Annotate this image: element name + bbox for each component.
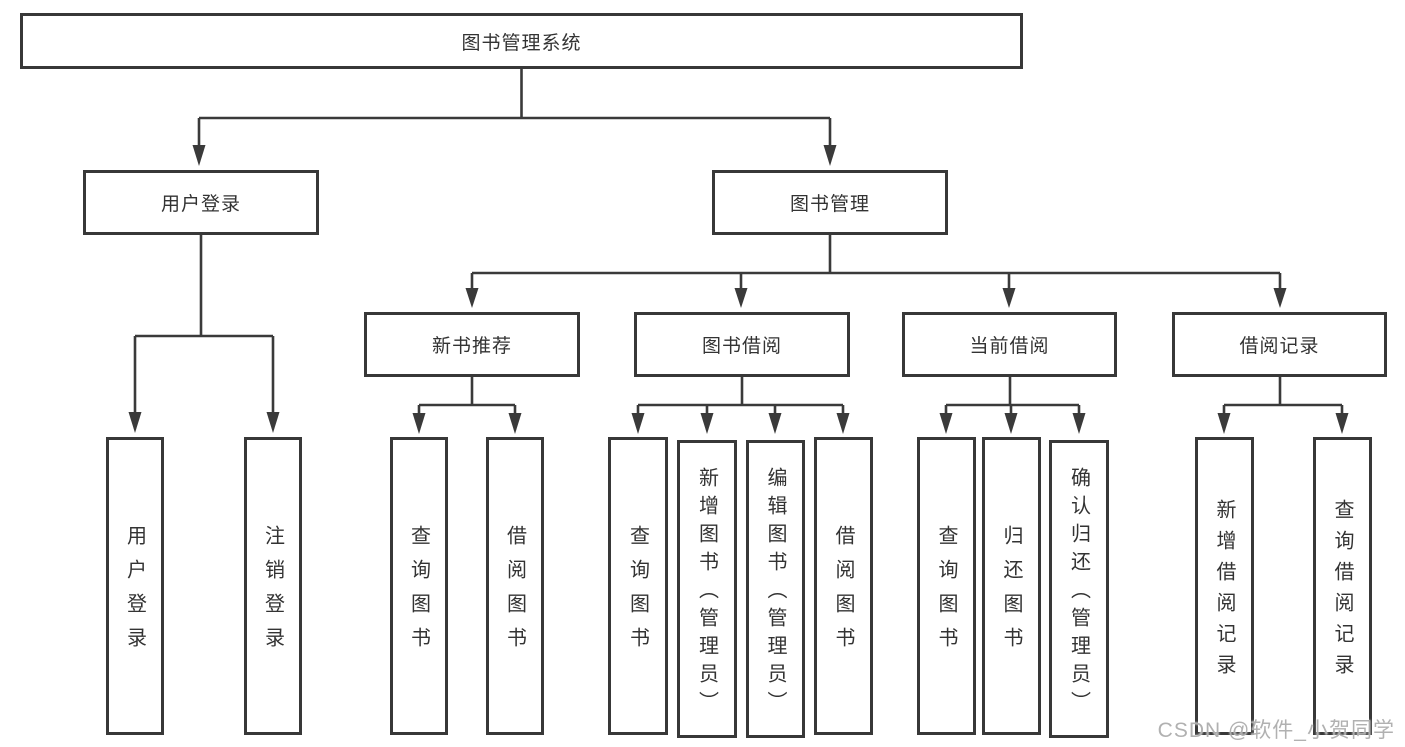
node-book-borrowing-label: 图书借阅	[701, 336, 782, 357]
node-book-management: 图书管理	[712, 170, 948, 235]
leaf-cb-return-book-label: 归还图书	[1000, 525, 1022, 661]
leaf-cb-return-book: 归还图书	[982, 437, 1041, 735]
node-book-borrowing: 图书借阅	[634, 312, 850, 377]
node-book-management-label: 图书管理	[789, 194, 870, 215]
leaf-br-add-record-label: 新增借阅记录	[1213, 498, 1235, 685]
leaf-bb-add-book-admin: 新增图书（管理员）	[677, 440, 737, 738]
node-current-borrowing-label: 当前借阅	[969, 336, 1050, 357]
leaf-user-login: 用户登录	[106, 437, 164, 735]
leaf-bb-query-book-label: 查询图书	[626, 525, 649, 661]
node-root-label: 图书管理系统	[461, 32, 582, 54]
leaf-logout: 注销登录	[244, 437, 302, 735]
leaf-cb-confirm-return-admin: 确认归还（管理员）	[1049, 440, 1109, 738]
node-root: 图书管理系统	[20, 13, 1023, 69]
leaf-nbr-borrow-book-label: 借阅图书	[503, 525, 526, 661]
leaf-nbr-query-book: 查询图书	[390, 437, 448, 735]
leaf-bb-edit-book-admin-label: 编辑图书（管理员）	[764, 467, 786, 719]
node-user-login-label: 用户登录	[160, 194, 241, 215]
leaf-bb-add-book-admin-label: 新增图书（管理员）	[695, 467, 718, 719]
node-new-book-recommendation-label: 新书推荐	[431, 336, 512, 357]
leaf-br-query-record: 查询借阅记录	[1313, 437, 1372, 735]
node-user-login: 用户登录	[83, 170, 319, 235]
leaf-nbr-query-book-label: 查询图书	[407, 525, 430, 661]
leaf-cb-query-book: 查询图书	[917, 437, 976, 735]
leaf-bb-query-book: 查询图书	[608, 437, 668, 735]
node-current-borrowing: 当前借阅	[902, 312, 1117, 377]
arrowheads	[128, 145, 1349, 434]
leaf-bb-borrow-book: 借阅图书	[814, 437, 873, 735]
leaf-user-login-label: 用户登录	[123, 525, 146, 661]
leaf-nbr-borrow-book: 借阅图书	[486, 437, 544, 735]
leaf-bb-edit-book-admin: 编辑图书（管理员）	[746, 440, 805, 738]
node-new-book-recommendation: 新书推荐	[364, 312, 580, 377]
leaf-cb-query-book-label: 查询图书	[935, 525, 957, 661]
node-borrowing-records: 借阅记录	[1172, 312, 1387, 377]
node-borrowing-records-label: 借阅记录	[1239, 336, 1320, 357]
leaf-br-add-record: 新增借阅记录	[1195, 437, 1254, 735]
watermark: CSDN @软件_小贺同学	[1157, 719, 1395, 742]
leaf-bb-borrow-book-label: 借阅图书	[832, 525, 854, 661]
leaf-cb-confirm-return-admin-label: 确认归还（管理员）	[1067, 467, 1090, 719]
leaf-logout-label: 注销登录	[261, 525, 284, 661]
leaf-br-query-record-label: 查询借阅记录	[1331, 498, 1353, 685]
